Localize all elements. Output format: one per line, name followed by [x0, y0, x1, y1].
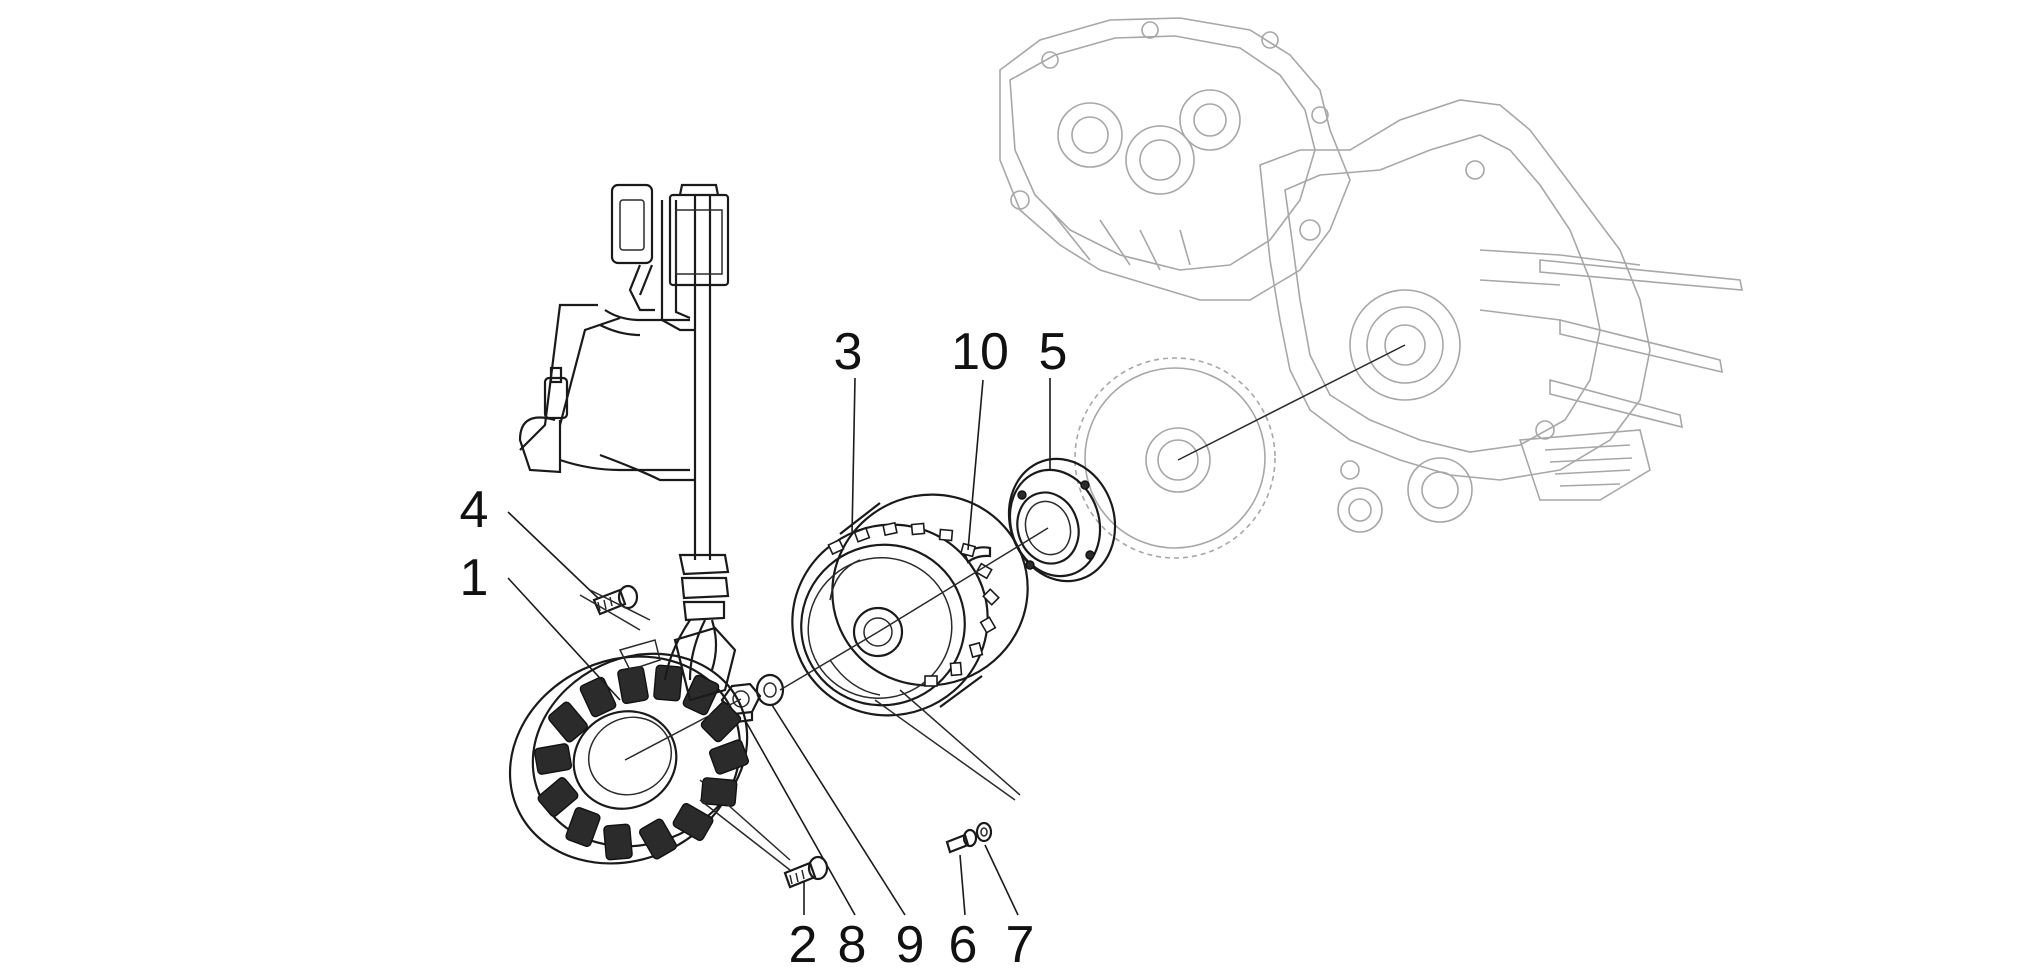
callout-8: 8: [837, 916, 867, 974]
washer-icon: [755, 673, 785, 707]
starter-gear-icon: [1074, 344, 1406, 559]
stator-coil-icon: [508, 626, 749, 865]
callout-2: 2: [788, 916, 818, 974]
callout-10: 10: [951, 323, 1009, 381]
washer-icon: [975, 821, 993, 843]
screw-icon: [592, 584, 978, 889]
wiring-harness-icon: [518, 183, 730, 681]
callout-4: 4: [459, 481, 489, 539]
callout-1: 1: [459, 549, 489, 607]
callout-5: 5: [1038, 323, 1068, 381]
callout-7: 7: [1005, 916, 1035, 974]
callout-6: 6: [948, 916, 978, 974]
freewheel-icon: [1007, 457, 1117, 583]
leader-lines: [507, 377, 1051, 916]
callout-3: 3: [833, 323, 863, 381]
callout-9: 9: [895, 916, 925, 974]
engine-crankcase-icon: [999, 17, 1743, 533]
